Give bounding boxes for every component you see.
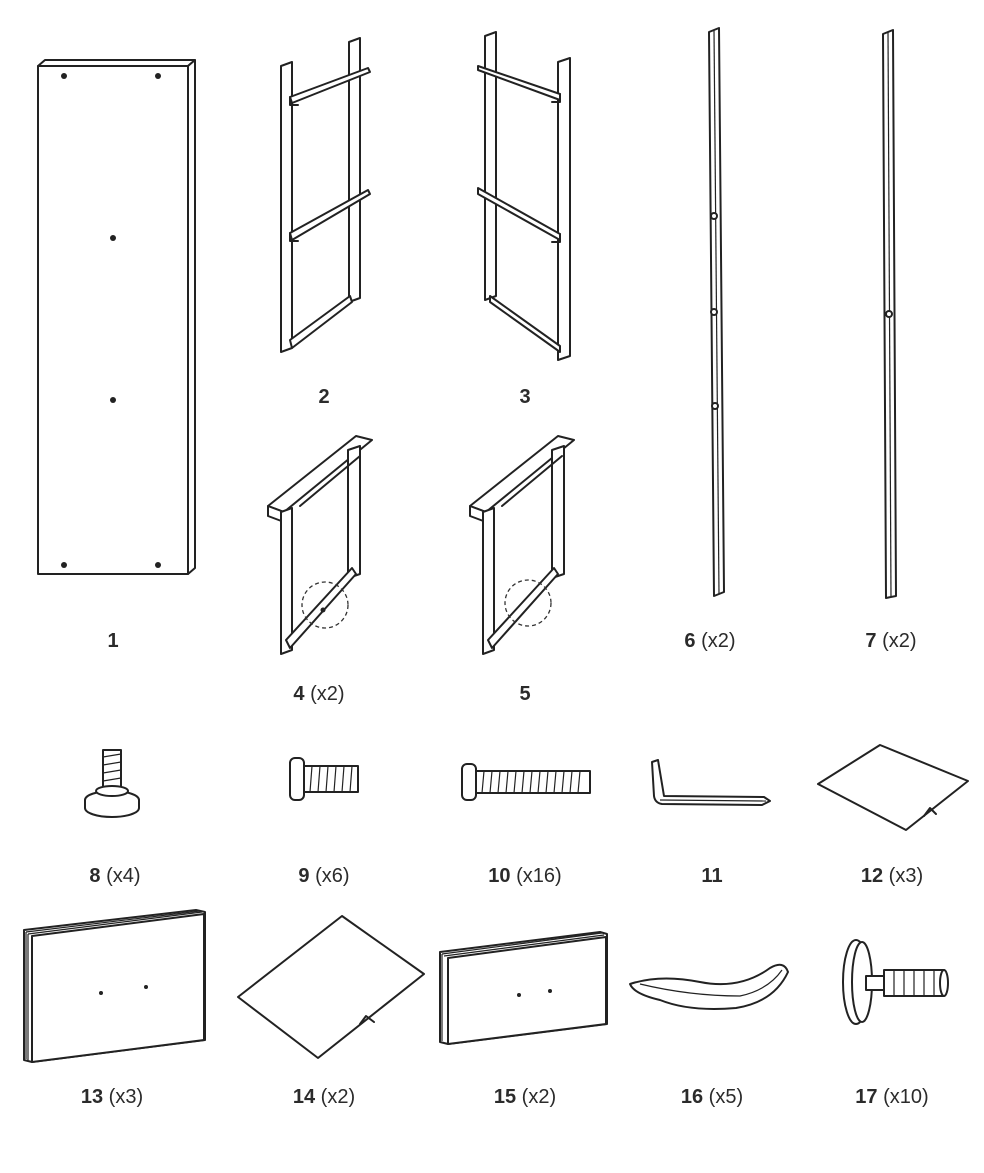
part-label-17: 17 (x10) (855, 1086, 928, 1108)
part-label-13: 13 (x3) (81, 1086, 143, 1108)
part-number: 12 (860, 865, 884, 887)
part-1-panel-icon (37, 59, 196, 575)
part-quantity: (x3) (108, 1086, 144, 1108)
part-12-board-icon (817, 744, 969, 831)
part-5-frame-icon (469, 435, 575, 655)
part-quantity: (x5) (708, 1086, 744, 1108)
part-number: 8 (89, 865, 101, 887)
part-8-foot-icon (84, 749, 140, 818)
part-quantity: (x2) (320, 1086, 356, 1108)
part-number: 11 (701, 865, 723, 887)
part-quantity: (x16) (516, 865, 562, 887)
part-17-dowel-icon (842, 939, 949, 1025)
part-label-2: 2 (318, 386, 329, 408)
part-number: 7 (865, 630, 877, 652)
part-number: 5 (519, 683, 531, 705)
part-quantity: (x10) (883, 1086, 929, 1108)
part-7-rail-icon (882, 29, 897, 599)
part-number: 2 (318, 386, 330, 408)
part-number: 17 (855, 1086, 878, 1108)
part-quantity: (x2) (521, 1086, 557, 1108)
part-14-board-icon (237, 915, 425, 1059)
part-number: 13 (80, 1086, 104, 1108)
part-number: 15 (493, 1086, 517, 1108)
part-6-rail-icon (708, 27, 725, 597)
part-label-12: 12 (x3) (861, 865, 923, 887)
part-16-handle-icon (629, 963, 789, 1010)
part-quantity: (x6) (315, 865, 350, 887)
part-number: 6 (684, 630, 696, 652)
part-label-14: 14 (x2) (293, 1086, 355, 1108)
part-quantity: (x4) (106, 865, 141, 887)
part-15-panel-icon (439, 931, 608, 1045)
part-quantity: (x3) (888, 865, 924, 887)
part-label-16: 16 (x5) (681, 1086, 743, 1108)
part-label-6: 6 (x2) (684, 630, 735, 652)
part-label-15: 15 (x2) (494, 1086, 556, 1108)
part-13-panel-icon (23, 909, 206, 1063)
part-label-11: 11 (701, 865, 722, 887)
part-quantity: (x2) (882, 630, 917, 652)
part-10-bolt-icon (461, 763, 591, 801)
part-number: 9 (298, 865, 310, 887)
part-number: 14 (292, 1086, 316, 1108)
part-label-9: 9 (x6) (298, 865, 349, 887)
part-label-8: 8 (x4) (89, 865, 140, 887)
part-quantity: (x2) (310, 683, 345, 705)
part-11-allen-key-icon (651, 759, 771, 806)
part-2-frame-icon (280, 37, 371, 353)
part-quantity: (x2) (701, 630, 736, 652)
part-3-frame-icon (477, 31, 571, 361)
part-number: 10 (488, 865, 511, 887)
part-4-frame-icon (267, 435, 373, 655)
part-label-1: 1 (107, 630, 118, 652)
part-label-10: 10 (x16) (488, 865, 561, 887)
part-number: 4 (293, 683, 305, 705)
part-label-4: 4 (x2) (293, 683, 344, 705)
part-label-3: 3 (519, 386, 530, 408)
part-9-bolt-icon (289, 757, 359, 801)
part-number: 1 (107, 630, 119, 652)
part-number: 3 (519, 386, 531, 408)
part-label-5: 5 (519, 683, 530, 705)
part-number: 16 (680, 1086, 704, 1108)
part-label-7: 7 (x2) (865, 630, 916, 652)
